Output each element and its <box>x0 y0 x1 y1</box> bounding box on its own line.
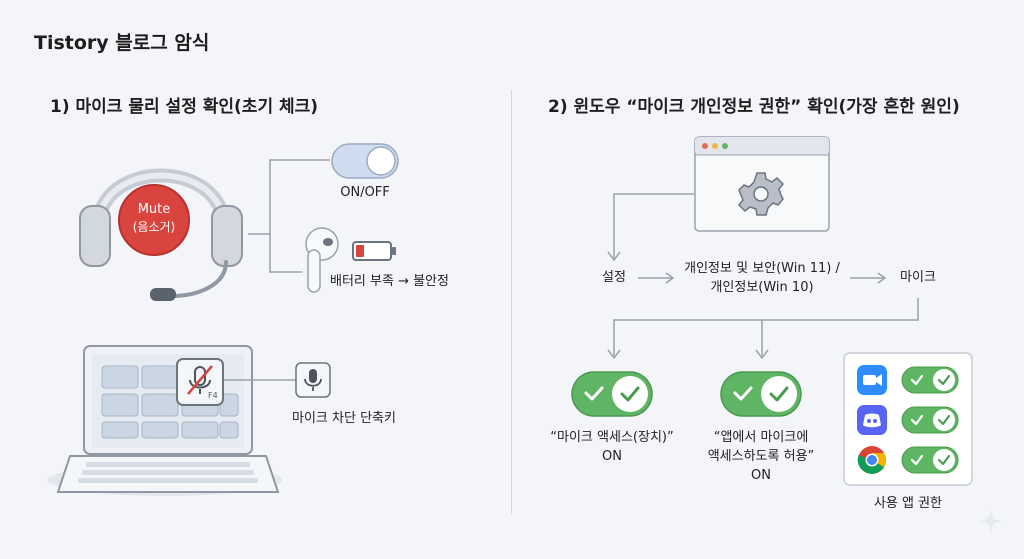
zoom-permission-toggle <box>901 366 959 394</box>
airpod-icon <box>305 227 339 293</box>
shortcut-label: 마이크 차단 단축키 <box>292 411 396 426</box>
flow-step-mic: 마이크 <box>900 270 936 285</box>
headset-connectors <box>248 159 330 273</box>
blog-title: Tistory 블로그 암식 <box>34 32 210 54</box>
mic-icon <box>295 362 331 398</box>
sparkle-icon <box>979 509 1003 533</box>
gear-icon <box>737 172 785 216</box>
fkey-label: F4 <box>208 391 218 400</box>
headset-icon <box>79 168 243 301</box>
on-off-switch <box>331 143 399 179</box>
flow-arrows <box>607 193 919 360</box>
laptop-icon <box>47 345 283 496</box>
apps-label: 사용 앱 권한 <box>873 496 943 511</box>
battery-label: 배터리 부족 → 불안정 <box>330 274 449 289</box>
section-divider <box>511 90 512 515</box>
mic-access-toggle <box>571 371 653 417</box>
battery-low-icon <box>352 241 396 261</box>
toggle2-label-line1: “앱에서 마이크에 <box>713 430 809 445</box>
section1-title: 1) 마이크 물리 설정 확인(초기 체크) <box>50 97 319 117</box>
section2-title: 2) 윈도우 “마이크 개인정보 권한” 확인(가장 흔한 원인) <box>548 97 960 117</box>
chrome-permission-toggle <box>901 446 959 474</box>
toggle2-label-line2: 액세스하도록 허용” <box>707 449 815 464</box>
mute-badge <box>118 184 190 256</box>
toggle1-state: ON <box>602 449 622 464</box>
discord-icon <box>857 405 887 435</box>
toggle2-state: ON <box>751 468 771 483</box>
mute-sublabel: (음소거) <box>132 220 176 234</box>
discord-permission-toggle <box>901 406 959 434</box>
mute-label: Mute <box>137 202 171 217</box>
shortcut-connector <box>224 379 296 381</box>
flow-step-settings: 설정 <box>602 270 626 285</box>
switch-label: ON/OFF <box>340 185 390 200</box>
zoom-icon <box>857 365 887 395</box>
mic-muted-icon <box>176 358 224 406</box>
flow-step-privacy-line1: 개인정보 및 보안(Win 11) / <box>684 261 840 276</box>
toggle1-label: “마이크 액세스(장치)” <box>550 430 674 445</box>
app-access-toggle <box>720 371 802 417</box>
chrome-icon <box>857 446 886 474</box>
flow-step-privacy-line2: 개인정보(Win 10) <box>710 280 814 295</box>
